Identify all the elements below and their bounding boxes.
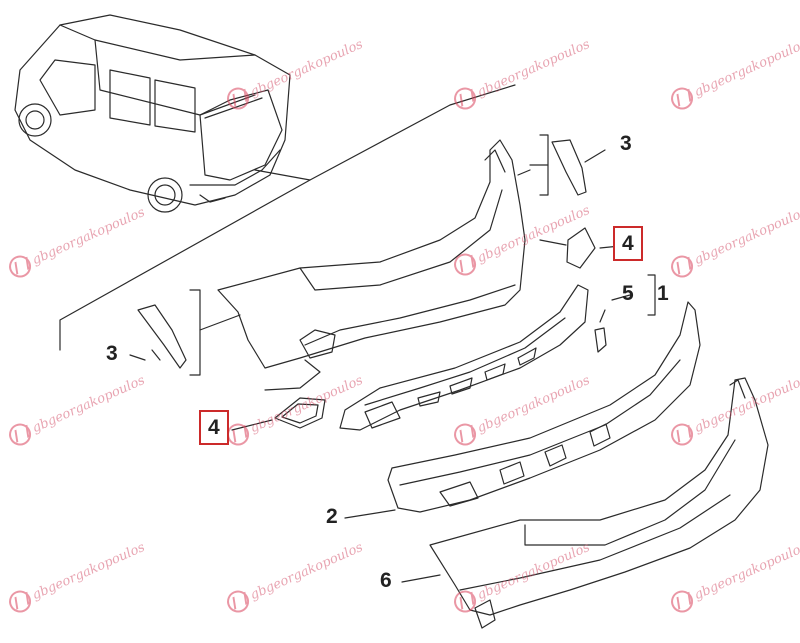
reflector-upper (551, 139, 587, 196)
callout-6: 6 (380, 569, 392, 592)
car-illustration (14, 14, 291, 213)
bumper-variant-part (429, 377, 769, 629)
callout-5: 5 (622, 282, 634, 305)
callout-4-upper: 4 (613, 226, 643, 261)
cover-upper (566, 227, 596, 269)
exhaust-trim (274, 397, 326, 429)
reflector-lower (137, 304, 187, 369)
callout-4-lower: 4 (199, 410, 229, 445)
callout-3-lower: 3 (106, 342, 118, 365)
diffuser-part (339, 284, 589, 431)
clip-part (594, 327, 607, 353)
callout-1: 1 (657, 282, 669, 305)
rear-bumper-part (217, 139, 526, 369)
callout-3-upper: 3 (620, 132, 632, 155)
lower-bumper-part (387, 301, 701, 513)
callout-2: 2 (326, 505, 338, 528)
